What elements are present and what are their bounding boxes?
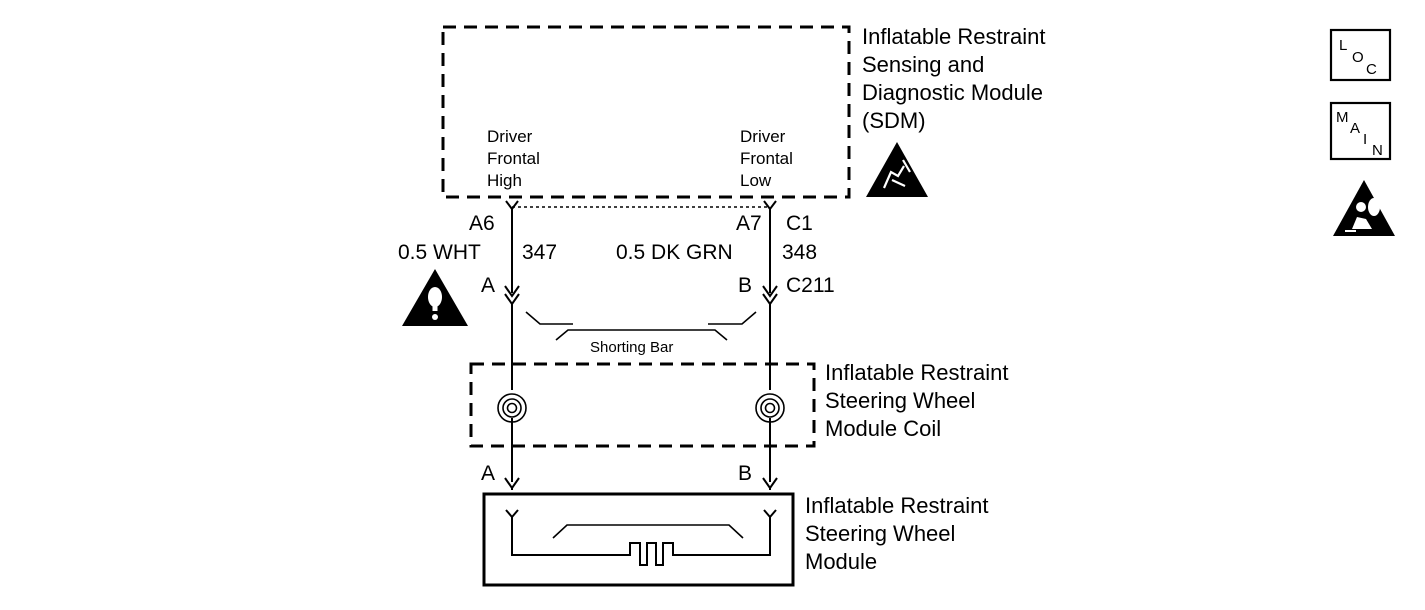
left-wire-circuit: 347 — [522, 241, 557, 264]
sdm-left-terminal-line-1: Driver — [487, 127, 533, 146]
module-title-line-3: Module — [805, 549, 877, 574]
right-wire-connector: C1 — [786, 212, 813, 235]
coil-title-line-2: Steering Wheel — [825, 388, 975, 413]
left-wire — [504, 200, 520, 490]
caution-icon — [402, 269, 468, 326]
right-coil-spiral-icon — [755, 393, 785, 423]
main-icon[interactable]: M A I N — [1329, 101, 1392, 161]
coil-right-pin: B — [738, 462, 752, 485]
loc-letter-c: C — [1366, 61, 1377, 78]
coil-title-line-1: Inflatable Restraint — [825, 360, 1008, 385]
shorting-bar — [525, 311, 757, 341]
shorting-bar-label: Shorting Bar — [590, 339, 673, 356]
sdm-title-line-2: Sensing and — [862, 52, 984, 77]
main-letter-m: M — [1336, 109, 1349, 126]
sdm-right-terminal-line-3: Low — [740, 171, 772, 190]
loc-letter-o: O — [1352, 49, 1364, 66]
main-letter-i: I — [1363, 131, 1367, 148]
main-letter-n: N — [1372, 142, 1383, 159]
main-letter-a: A — [1350, 120, 1360, 137]
left-wire-color: 0.5 WHT — [398, 241, 481, 264]
module-title-line-2: Steering Wheel — [805, 521, 955, 546]
right-connector-pin: B — [738, 274, 752, 297]
sdm-left-terminal-label: Driver Frontal High — [487, 127, 540, 190]
sdm-box — [441, 25, 851, 199]
right-wire-pin: A7 — [736, 212, 762, 235]
right-wire — [762, 200, 778, 490]
sdm-title-line-4: (SDM) — [862, 108, 926, 133]
sdm-right-terminal-label: Driver Frontal Low — [740, 127, 793, 190]
sdm-left-terminal-line-3: High — [487, 171, 522, 190]
inline-connector-label: C211 — [786, 274, 835, 297]
sdm-right-terminal-line-2: Frontal — [740, 149, 793, 168]
module-box — [482, 492, 795, 587]
loc-icon[interactable]: L O C — [1329, 28, 1392, 82]
module-inner-circuit — [505, 509, 777, 566]
esd-warning-icon — [866, 142, 928, 197]
coil-box — [469, 362, 816, 448]
sdm-right-terminal-line-1: Driver — [740, 127, 786, 146]
left-coil-spiral-icon — [497, 393, 527, 423]
sdm-title: Inflatable Restraint Sensing and Diagnos… — [862, 24, 1045, 133]
airbag-icon[interactable] — [1333, 180, 1395, 236]
right-wire-circuit: 348 — [782, 241, 817, 264]
sdm-title-line-3: Diagnostic Module — [862, 80, 1043, 105]
loc-letter-l: L — [1339, 37, 1347, 54]
coil-title: Inflatable Restraint Steering Wheel Modu… — [825, 360, 1008, 441]
sdm-left-terminal-line-2: Frontal — [487, 149, 540, 168]
left-connector-pin: A — [481, 274, 495, 297]
module-title: Inflatable Restraint Steering Wheel Modu… — [805, 493, 988, 574]
sdm-title-line-1: Inflatable Restraint — [862, 24, 1045, 49]
coil-left-pin: A — [481, 462, 495, 485]
left-wire-pin: A6 — [469, 212, 495, 235]
module-title-line-1: Inflatable Restraint — [805, 493, 988, 518]
coil-title-line-3: Module Coil — [825, 416, 941, 441]
right-wire-color: 0.5 DK GRN — [616, 241, 733, 264]
